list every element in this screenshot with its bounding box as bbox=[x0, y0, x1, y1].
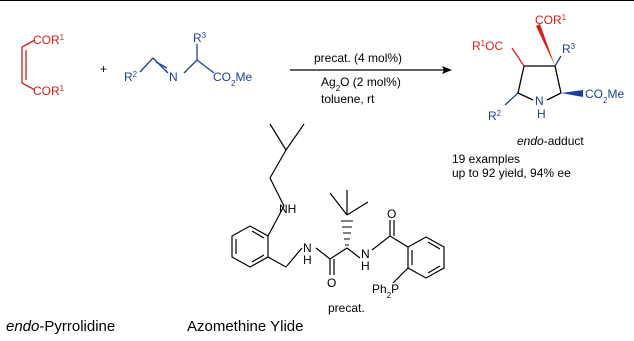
reaction-arrow-head bbox=[442, 66, 452, 74]
reactant2-r3: R3 bbox=[193, 31, 207, 46]
wedge-bond-ester bbox=[561, 90, 583, 97]
product-r1oc: R1OC bbox=[472, 39, 503, 54]
caption-endo-pyrrolidine: endo-Pyrrolidine bbox=[6, 318, 116, 335]
catalyst-carbonyl-o-bottom: O bbox=[327, 276, 336, 290]
catalyst-ph2p: Ph2P bbox=[372, 282, 399, 300]
reactant-azomethine bbox=[139, 44, 215, 74]
catalyst-nh-aniline: NH bbox=[279, 202, 296, 216]
caption-azomethine-ylide: Azomethine Ylide bbox=[187, 318, 304, 335]
catalyst-structure bbox=[231, 123, 445, 284]
condition-solvent: toluene, rt bbox=[321, 92, 375, 106]
hashed-stereo-bond bbox=[341, 220, 353, 246]
plus-sign: + bbox=[100, 62, 107, 76]
product-caption: endo-adduct bbox=[517, 134, 584, 148]
product-r3: R3 bbox=[562, 42, 576, 57]
results-examples: 19 examples bbox=[452, 152, 520, 166]
product-cor1: COR1 bbox=[535, 13, 567, 28]
results-yield-ee: up to 92 yield, 94% ee bbox=[452, 166, 571, 180]
product-pyrrolidine bbox=[504, 47, 562, 106]
reactant-dicarbonyl bbox=[21, 39, 36, 91]
reactant1-top-group: COR1 bbox=[33, 33, 65, 48]
condition-catalyst: precat. (4 mol%) bbox=[314, 51, 402, 65]
product-nitrogen: N bbox=[535, 94, 544, 108]
wedge-bond-cor1 bbox=[536, 24, 555, 66]
catalyst-label: precat. bbox=[328, 301, 365, 315]
product-ester: CO2Me bbox=[585, 87, 624, 105]
reactant2-r2: R2 bbox=[124, 70, 138, 85]
catalyst-amide-h: H bbox=[303, 253, 312, 267]
catalyst-benzamide-h: H bbox=[361, 259, 370, 273]
catalyst-carbonyl-o-top: O bbox=[387, 207, 396, 221]
reactant2-nitrogen: N bbox=[169, 70, 178, 84]
reactant1-bottom-group: COR1 bbox=[33, 84, 65, 99]
reactant2-ester: CO2Me bbox=[213, 70, 252, 88]
condition-oxidant: Ag2O (2 mol%) bbox=[321, 75, 401, 93]
product-nh-hydrogen: H bbox=[537, 107, 546, 121]
catalyst-amide-n: N bbox=[303, 241, 312, 255]
catalyst-benzamide-n: N bbox=[361, 247, 370, 261]
product-r2: R2 bbox=[488, 109, 502, 124]
